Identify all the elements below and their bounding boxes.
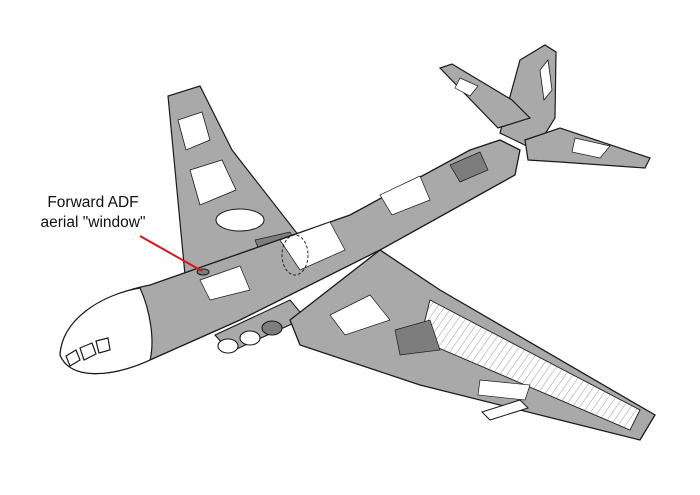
engine-intakes [214,299,306,354]
wing-tip-pod [481,399,529,421]
fuselage-patch-4 [449,151,489,183]
right-wing-patch-1 [329,294,391,336]
right-wing-patch-2 [394,319,441,356]
left-wing-patch-2 [189,159,237,206]
adf-callout-label: Forward ADF aerial "window" [18,193,168,233]
left-wing-roundel [215,208,265,232]
right-tailplane-patch [571,137,611,159]
tail-fin-patch [539,59,553,101]
left-tailplane-patch [454,77,479,97]
callout-line-1: Forward ADF [47,194,139,211]
right-wing-patch-3 [477,379,531,401]
callout-line-2: aerial "window" [40,214,146,231]
fuselage-patch-1 [279,221,346,271]
left-wing-patch-1 [177,111,211,151]
right-wing-flap-hatch [420,300,640,430]
cockpit-windows [65,337,111,367]
fuselage-roundel [281,234,309,276]
callout-leader-line [139,235,203,272]
fuselage-patch-3 [199,265,251,301]
fuselage-patch-2 [379,175,431,216]
